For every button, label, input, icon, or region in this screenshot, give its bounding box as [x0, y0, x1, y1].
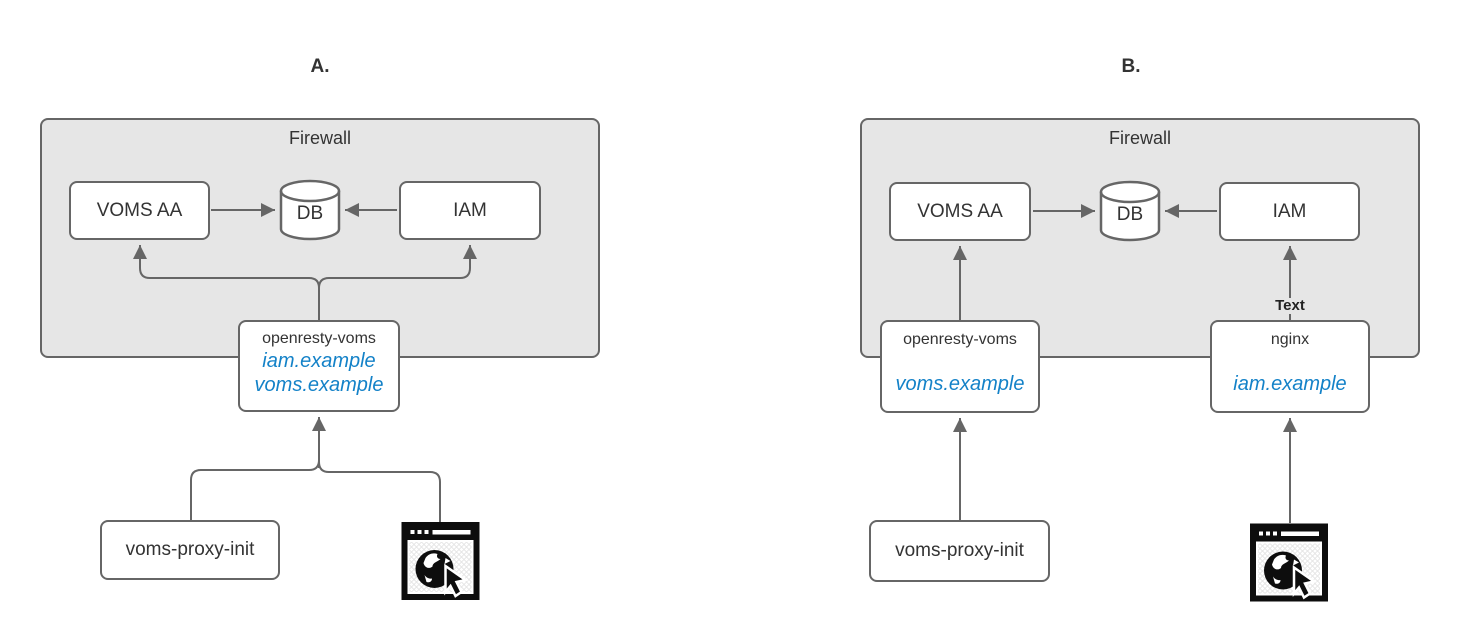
b-voms-aa-label: VOMS AA [917, 200, 1003, 222]
b-db-cylinder: DB [1099, 180, 1161, 242]
b-firewall-label: Firewall [1108, 128, 1171, 148]
a-domain-iam-example: iam.example [262, 350, 376, 372]
database-cylinder-icon [279, 179, 341, 241]
b-nginx-box: nginx iam.example [1210, 320, 1370, 413]
a-openresty-voms-label: openresty-voms [262, 330, 376, 347]
diagram-b-title: B. [1121, 56, 1141, 77]
a-voms-proxy-init-label: voms-proxy-init [125, 539, 255, 560]
b-iam-label: IAM [1272, 200, 1307, 222]
b-openresty-voms-label: openresty-voms [903, 331, 1017, 348]
b-browser-globe-cursor-icon [1250, 523, 1328, 607]
diagram-a-title: A. [310, 56, 330, 77]
a-iam-label: IAM [453, 199, 487, 221]
a-db-label: DB [296, 203, 324, 224]
a-firewall-label: Firewall [288, 128, 351, 148]
b-edge-label-text: Text [1262, 298, 1318, 314]
database-cylinder-icon [1099, 180, 1161, 242]
a-arrow-proxy-to-vomsaa [133, 245, 320, 320]
a-voms-aa-box: VOMS AA [69, 181, 210, 240]
b-nginx-label: nginx [1270, 331, 1310, 348]
a-voms-proxy-init-box: voms-proxy-init [100, 520, 280, 580]
a-voms-aa-label: VOMS AA [96, 199, 183, 221]
a-arrow-proxy-to-iam [318, 245, 477, 320]
a-iam-box: IAM [399, 181, 541, 240]
a-domain-voms-example: voms.example [254, 374, 384, 396]
a-openresty-voms-box: openresty-voms iam.example voms.example [238, 320, 400, 412]
b-domain-voms-example: voms.example [895, 373, 1025, 395]
a-browser-globe-cursor-icon [401, 522, 480, 605]
b-openresty-voms-box: openresty-voms voms.example [880, 320, 1040, 413]
a-db-cylinder: DB [279, 179, 341, 241]
a-wire-browser-branch [318, 450, 441, 522]
b-domain-iam-example: iam.example [1233, 373, 1347, 395]
b-voms-proxy-init-box: voms-proxy-init [869, 520, 1050, 582]
b-db-label: DB [1116, 204, 1144, 225]
b-voms-aa-box: VOMS AA [889, 182, 1031, 241]
b-iam-box: IAM [1219, 182, 1360, 241]
b-voms-proxy-init-label: voms-proxy-init [895, 540, 1024, 561]
a-wire-client-branch [190, 450, 320, 520]
